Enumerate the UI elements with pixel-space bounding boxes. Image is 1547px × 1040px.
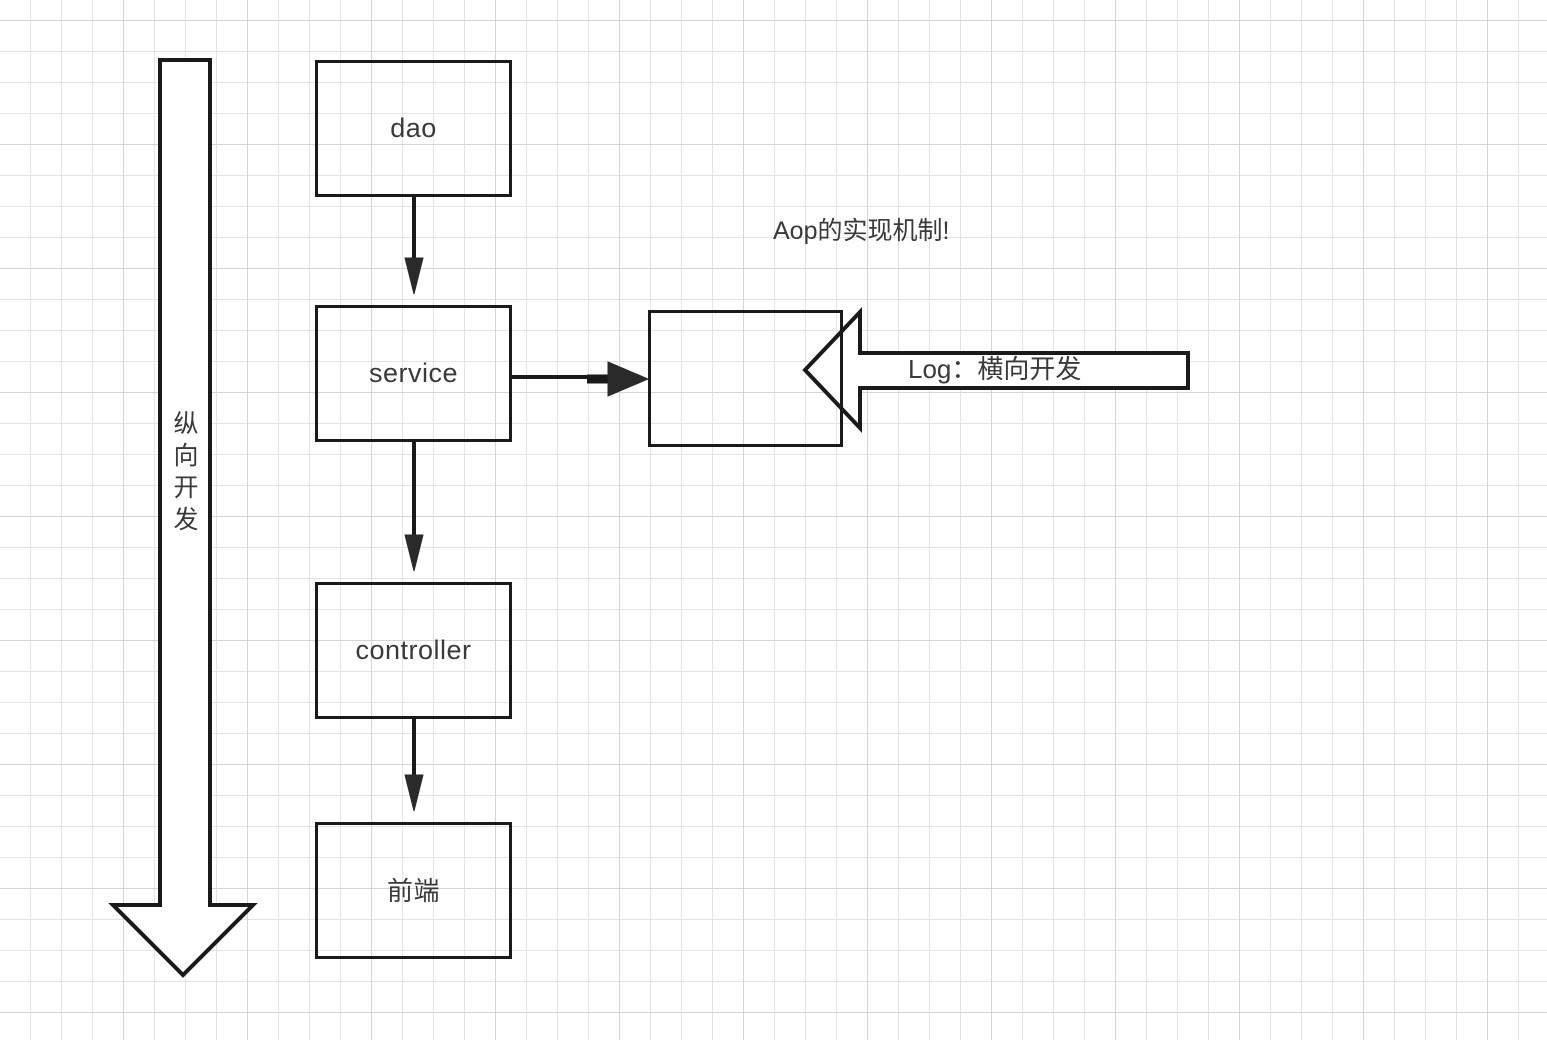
vertical-development-arrow-shape — [108, 58, 258, 978]
node-aop-target[interactable] — [648, 310, 843, 447]
node-frontend[interactable]: 前端 — [315, 822, 512, 959]
node-dao-label: dao — [390, 113, 437, 143]
vertical-label-char-3: 开 — [173, 474, 199, 502]
node-frontend-label: 前端 — [386, 875, 440, 906]
edge-dao-to-service — [404, 197, 424, 295]
vertical-label-char-2: 向 — [173, 442, 199, 470]
node-controller[interactable]: controller — [315, 582, 512, 719]
node-service[interactable]: service — [315, 305, 512, 442]
vertical-label-char-4: 发 — [173, 506, 199, 534]
node-dao[interactable]: dao — [315, 60, 512, 197]
log-aspect-arrow-label: Log：横向开发 — [908, 354, 1082, 384]
vertical-label-char-1: 纵 — [173, 410, 199, 438]
vertical-development-arrow-label: 纵 向 开 发 — [168, 408, 204, 536]
edge-controller-to-frontend — [404, 719, 424, 812]
aop-mechanism-note: Aop的实现机制! — [773, 217, 950, 245]
edge-service-to-aop — [512, 361, 650, 397]
node-service-label: service — [368, 358, 459, 388]
node-controller-label: controller — [355, 635, 472, 665]
log-aspect-arrow-shape — [802, 306, 1190, 434]
edge-service-to-controller — [404, 442, 424, 572]
